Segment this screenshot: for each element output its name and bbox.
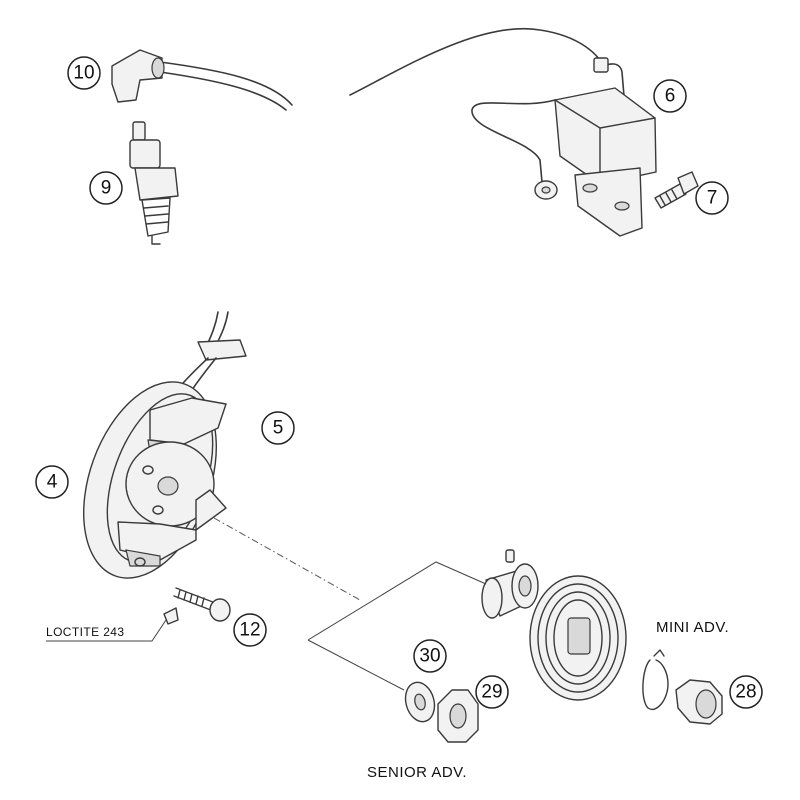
svg-text:10: 10 xyxy=(73,63,94,84)
spark-plug xyxy=(129,121,179,245)
callout-28: 28 xyxy=(729,675,763,709)
ignition-coil xyxy=(349,27,657,237)
loctite-leader xyxy=(46,619,167,642)
circlip xyxy=(642,649,669,711)
rotor-bushing xyxy=(481,549,539,619)
callout-5: 5 xyxy=(261,411,295,445)
svg-text:7: 7 xyxy=(707,188,718,209)
callout-6: 6 xyxy=(653,79,687,113)
svg-text:4: 4 xyxy=(47,472,58,493)
hex-nut xyxy=(437,689,479,743)
svg-text:30: 30 xyxy=(419,646,440,667)
callout-12: 12 xyxy=(233,613,267,647)
loctite-label: LOCTITE 243 xyxy=(46,625,124,639)
callout-29: 29 xyxy=(475,675,509,709)
callout-4: 4 xyxy=(35,465,69,499)
spark-plug-cap xyxy=(111,49,293,111)
senior-adv-label: SENIOR ADV. xyxy=(367,764,467,781)
mini-adv-label: MINI ADV. xyxy=(656,619,729,636)
callout-10: 10 xyxy=(67,56,101,90)
callout-9: 9 xyxy=(89,171,123,205)
svg-text:12: 12 xyxy=(239,620,260,641)
flywheel-rotor xyxy=(529,575,627,701)
coil-mounting-bolt xyxy=(654,171,699,209)
callout-7: 7 xyxy=(695,181,729,215)
rotor-nut xyxy=(675,679,723,725)
stator-screw xyxy=(163,587,231,625)
assembly-leader-lines xyxy=(213,517,487,691)
svg-text:28: 28 xyxy=(735,682,756,703)
washer xyxy=(404,681,436,723)
svg-text:5: 5 xyxy=(273,418,284,439)
svg-text:6: 6 xyxy=(665,86,676,107)
stator-assembly xyxy=(82,311,247,579)
svg-text:29: 29 xyxy=(481,682,502,703)
callout-30: 30 xyxy=(413,639,447,673)
svg-text:9: 9 xyxy=(101,178,112,199)
